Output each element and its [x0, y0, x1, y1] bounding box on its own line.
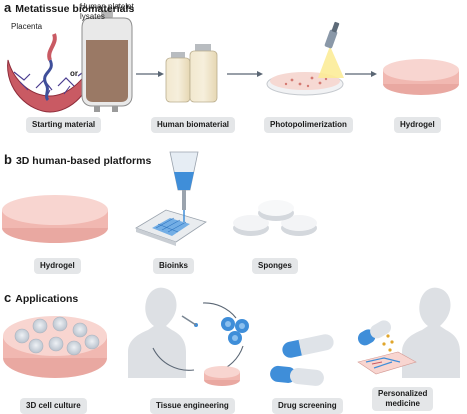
- hpl-label-line2: lysates: [80, 12, 105, 21]
- flow-arrow: [227, 71, 263, 77]
- hydrogel-large-icon: [2, 195, 108, 243]
- tissue-engineering-icon: [128, 287, 249, 386]
- drug-capsules-icon: [270, 334, 334, 386]
- hydrogel-disk-icon: [383, 59, 459, 95]
- step-label-hydrogel: Hydrogel: [394, 117, 441, 133]
- cell-culture-dish-icon: [3, 316, 107, 378]
- application-label-tissue-engineering: Tissue engineering: [150, 398, 235, 414]
- section-title: Metatissue biomaterials: [15, 3, 135, 15]
- section-letter: b: [4, 152, 12, 167]
- application-label-3d-cell-culture: 3D cell culture: [20, 398, 87, 414]
- placenta-icon: [7, 33, 93, 113]
- sponges-icon: [233, 200, 317, 236]
- section-title: Applications: [15, 293, 79, 305]
- platform-label-hydrogel: Hydrogel: [34, 258, 81, 274]
- section-title: 3D human-based platforms: [15, 155, 152, 167]
- photopolymerization-icon: [266, 21, 344, 96]
- platform-label-bioinks: Bioinks: [153, 258, 194, 274]
- placenta-label: Placenta: [11, 22, 43, 31]
- hpl-label-line1: Human platelet: [80, 2, 134, 11]
- step-label-photopolimerization: Photopolimerization: [264, 117, 353, 133]
- application-label-drug-screening: Drug screening: [272, 398, 343, 414]
- personalized-medicine-icon: [357, 287, 460, 378]
- step-label-starting-material: Starting material: [26, 117, 102, 133]
- platform-label-sponges: Sponges: [252, 258, 298, 274]
- or-label: or: [70, 69, 78, 78]
- biomaterial-bottles-icon: [165, 44, 218, 103]
- step-label-human-biomaterial: Human biomaterial: [151, 117, 236, 133]
- section-letter: a: [4, 0, 12, 15]
- personalized-line1: Personalized: [378, 389, 428, 398]
- flow-arrow: [136, 71, 164, 77]
- application-label-personalized-medicine: Personalized medicine: [372, 387, 434, 411]
- platelet-lysate-bag-icon: [81, 10, 133, 112]
- personalized-line2: medicine: [385, 399, 421, 408]
- flow-arrow: [345, 71, 377, 77]
- bioink-printer-icon: [135, 151, 207, 246]
- section-letter: c: [4, 290, 12, 305]
